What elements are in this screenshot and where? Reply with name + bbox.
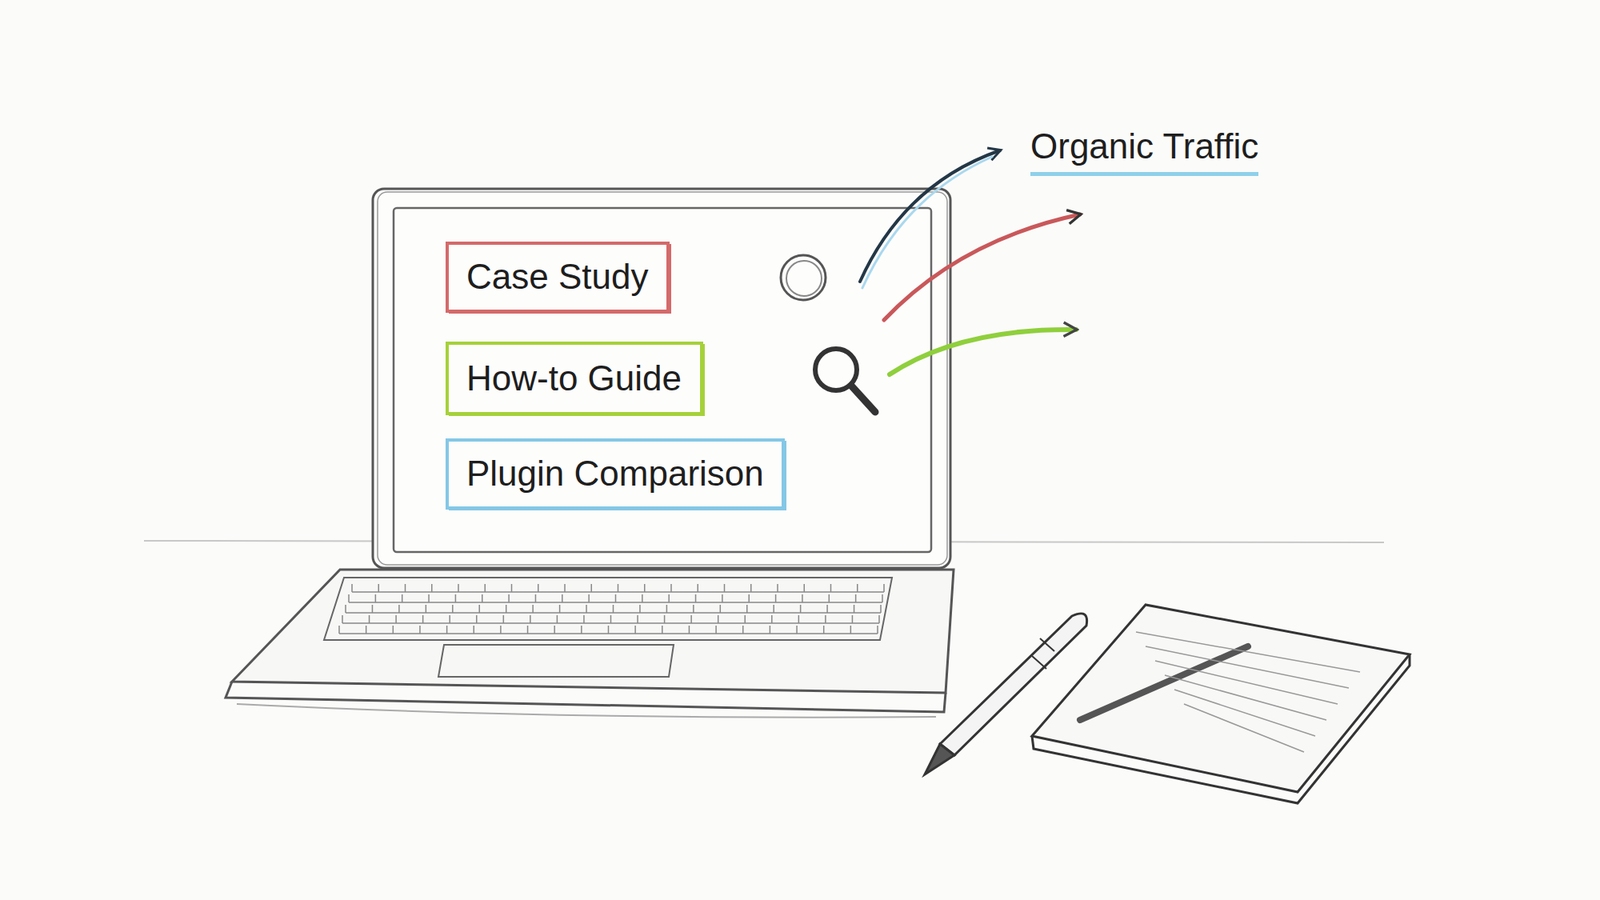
content-box: How-to Guide <box>445 341 704 416</box>
circle-icon <box>780 255 826 300</box>
box-title: Case Study <box>466 257 649 296</box>
growth-arrows <box>860 150 1080 375</box>
box-title: Plugin Comparison <box>466 454 764 493</box>
notebook <box>1032 604 1410 804</box>
laptop-base <box>225 569 954 718</box>
notebook-lines <box>1136 632 1360 752</box>
pen <box>924 613 1088 775</box>
content-box: Case Study <box>445 241 670 313</box>
laptop-lid <box>372 188 951 568</box>
keyboard-keys <box>339 584 884 634</box>
traffic-label: Organic Traffic <box>1030 126 1259 176</box>
magnifier-icon <box>815 348 876 412</box>
box-title: How-to Guide <box>466 359 683 398</box>
content-box: Plugin Comparison <box>445 438 785 510</box>
